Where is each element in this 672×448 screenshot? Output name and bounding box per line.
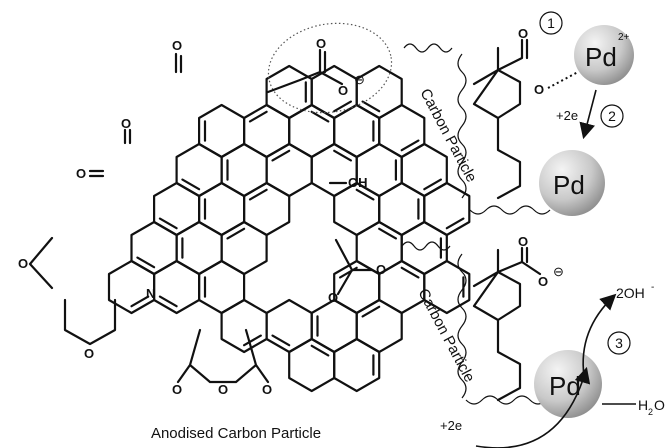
coordination-dotted-bond (547, 71, 579, 89)
double-bond-accent (181, 178, 201, 191)
graphene-lattice (107, 64, 471, 393)
carboxyl-o-top: O (518, 26, 528, 41)
double-bond-accent (271, 334, 291, 347)
mechanism-top: O O Carbon Particle Pd 2+ 1 +2e 2 Pd (403, 11, 634, 216)
hydrogen-peroxide-label: H 2 O (638, 397, 665, 417)
double-bond-accent (333, 100, 352, 113)
double-bond-accent (400, 139, 420, 152)
carboxylate-bond (266, 48, 344, 94)
double-bond-accent (310, 344, 330, 357)
atom-o-diketone-1: O (121, 116, 131, 131)
diketone-bonds (88, 128, 132, 178)
carboxylate-o-top-bottom: O (518, 234, 528, 249)
peroxide-h: H (638, 397, 648, 413)
aromatic-ring-30 (423, 259, 471, 315)
step-1-label: 1 (547, 15, 555, 31)
atom-o-anhydride-right: O (262, 382, 272, 397)
electrons-label-top: +2e (556, 108, 578, 123)
step-3-circle (607, 331, 631, 355)
pd-ion-charge: 2+ (618, 32, 630, 43)
double-bond-accent (248, 188, 268, 201)
atom-n-pyridine: N (146, 286, 155, 301)
pd-metal-sphere-top (539, 150, 605, 216)
anhydride-bottom (176, 328, 270, 384)
double-bond-accent (136, 256, 156, 269)
double-bond-accent (423, 178, 442, 191)
pyran-ring (63, 298, 117, 346)
step-1-circle (539, 11, 563, 35)
atom-o-carboxylate: O (338, 83, 348, 98)
double-bond-accent (271, 149, 291, 162)
hydroxide-product-arrow (582, 293, 617, 377)
carbon-surface-wavy-line-top (403, 43, 551, 215)
carbon-surface-wavy-line-bottom (401, 241, 547, 405)
atom-o-carbonyl-top-right: O (316, 36, 326, 51)
double-bond-accent (378, 227, 397, 240)
atom-o-lactone-carbonyl: O (376, 262, 386, 277)
double-bond-accent (361, 305, 381, 318)
double-bond-accent (333, 149, 352, 162)
carboxylate-stem-top (496, 38, 529, 72)
double-bond-accent (445, 217, 465, 230)
epoxide-bonds (28, 236, 54, 290)
atom-oh: OH (348, 175, 368, 190)
pd-metal-label-top: Pd (553, 170, 585, 200)
double-bond-accent (400, 266, 420, 279)
peroxide-subscript-1: 2 (648, 407, 653, 417)
double-bond-accent (158, 217, 178, 230)
carbon-particle-structure: O O O ⊖ O O OH O N O O O O O O Anodised … (18, 22, 471, 442)
atom-o-anhydride-left: O (172, 382, 182, 397)
aromatic-ring-bottom (472, 248, 522, 402)
step-3-label: 3 (615, 335, 623, 351)
carboxylate-highlight-ellipse (267, 22, 393, 114)
carbon-particle-label-top: Carbon Particle (416, 86, 480, 185)
atom-o-lactone-ring: O (328, 290, 338, 305)
atom-o-pyran: O (84, 346, 94, 361)
atom-o-epoxide: O (18, 256, 28, 271)
aromatic-ring-36 (333, 337, 381, 393)
electrons-label-bottom: +2e (440, 418, 462, 433)
double-bond-accent (226, 227, 246, 240)
double-bond-accent (243, 334, 262, 347)
hydroxide-label: 2OH (616, 285, 645, 301)
mechanism-bottom: O O ⊖ Carbon Particle Pd 2OH - 3 H 2 O +… (401, 234, 665, 448)
pd-ion-sphere (574, 25, 634, 85)
step-2-label: 2 (608, 108, 616, 124)
double-bond-accent (248, 110, 268, 123)
carbon-particle-caption: Anodised Carbon Particle (151, 425, 321, 442)
double-bond-accent (310, 110, 330, 123)
aromatic-ring-top (472, 46, 522, 200)
double-bond-accent (130, 295, 150, 308)
lactone-right (334, 238, 374, 296)
carboxyl-o-bound: O (534, 82, 544, 97)
carboxylate-stem-bottom (496, 246, 542, 276)
double-bond-accent (355, 188, 375, 201)
double-bond-accent (361, 100, 381, 113)
carboxylate-minus-charge: ⊖ (354, 72, 365, 87)
double-bond-accent (158, 295, 178, 308)
atom-o-ketone-top: O (172, 38, 182, 53)
step-2-circle (600, 104, 624, 128)
atom-o-diketone-2: O (76, 166, 86, 181)
atom-o-anhydride-mid: O (218, 382, 228, 397)
peroxide-o: O (654, 397, 665, 413)
pd-ion-label: Pd (585, 42, 617, 72)
hydroxide-charge: - (651, 282, 654, 293)
carboxylate-o-minus-bottom: O (538, 274, 548, 289)
carboxylate-minus-bottom: ⊖ (553, 264, 564, 279)
reduction-arrow-top (579, 89, 597, 140)
